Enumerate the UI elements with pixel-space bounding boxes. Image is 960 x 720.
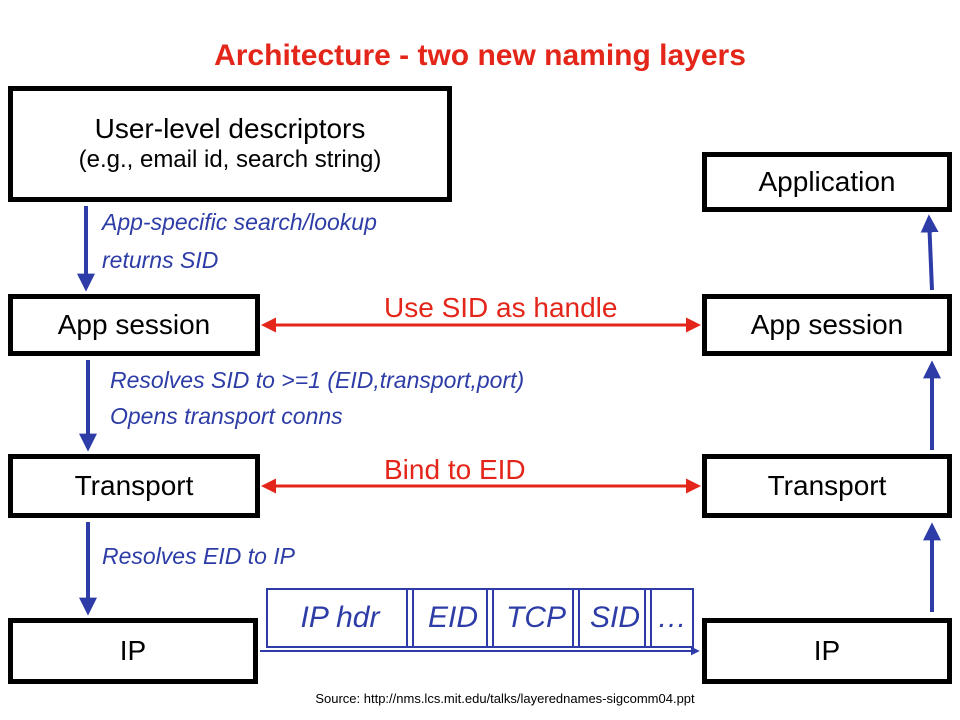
right-transport-label: Transport [767, 470, 887, 501]
left-app-session-box: App session [8, 294, 260, 356]
packet-field-ellipsis: … [657, 601, 687, 634]
right-application-box: Application [702, 152, 952, 212]
left-transport-label: Transport [74, 470, 194, 501]
resolve-eid-annotation: Resolves EID to IP [102, 543, 296, 569]
slide-title: Architecture - two new naming layers [214, 39, 746, 72]
source-citation: Source: http://nms.lcs.mit.edu/talks/lay… [315, 691, 695, 706]
packet-field-eid: EID [414, 590, 494, 646]
right-app-session-label: App session [750, 309, 904, 340]
left-ip-label: IP [119, 635, 147, 666]
descriptors-subtitle: (e.g., email id, search string) [78, 146, 382, 173]
packet-field-tcp: TCP [494, 590, 580, 646]
right-transport-box: Transport [702, 454, 952, 518]
descriptors-title: User-level descriptors [94, 113, 366, 144]
left-ip-box: IP [8, 618, 258, 684]
user-level-descriptors-box: User-level descriptors (e.g., email id, … [8, 86, 452, 202]
right-ip-box: IP [702, 618, 952, 684]
right-application-label: Application [758, 166, 896, 197]
use-sid-annotation: Use SID as handle [384, 292, 618, 323]
arrow-right-session-to-application [920, 214, 939, 291]
resolve-sid-annotation-line1: Resolves SID to >=1 (EID,transport,port) [110, 367, 525, 393]
packet-field-ip-hdr: IP hdr [268, 590, 414, 646]
lookup-annotation-line2: returns SID [102, 247, 219, 273]
resolve-sid-annotation-line2: Opens transport conns [110, 403, 343, 429]
lookup-annotation-line1: App-specific search/lookup [102, 209, 377, 235]
packet-field-sid: SID [580, 590, 652, 646]
right-ip-label: IP [813, 635, 841, 666]
left-app-session-label: App session [57, 309, 211, 340]
bind-eid-annotation: Bind to EID [384, 454, 526, 485]
packet-header: IP hdr EID TCP SID … [266, 588, 694, 648]
right-app-session-box: App session [702, 294, 952, 356]
left-transport-box: Transport [8, 454, 260, 518]
